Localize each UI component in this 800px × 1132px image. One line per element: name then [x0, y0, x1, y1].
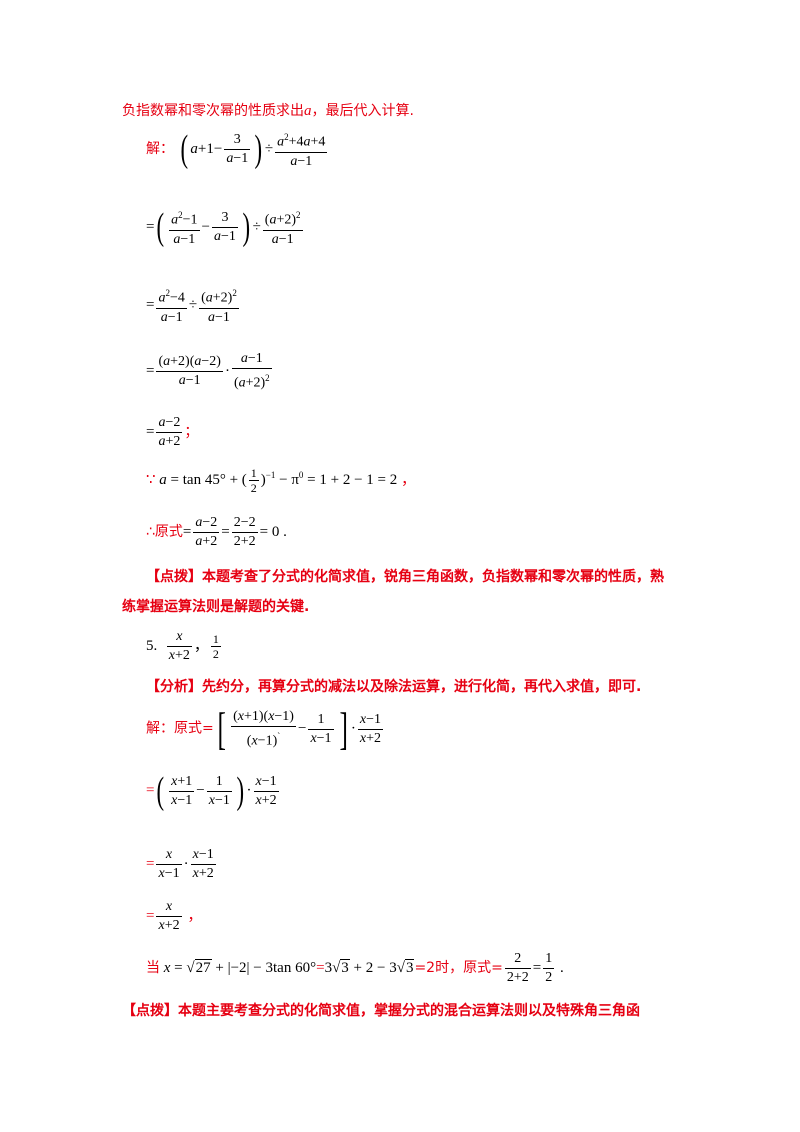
- comment1-line2: 练掌握运算法则是解题的关键.: [122, 596, 309, 616]
- intro-variable: a: [304, 103, 312, 119]
- q4-step3: =(a+2)(a−2)a−1·a−1(a+2)2: [146, 351, 272, 391]
- q5-solve-label: 解：原式=: [146, 720, 214, 737]
- comment1-tag: 【点拨】: [146, 569, 202, 585]
- q5-number: 5.: [146, 637, 158, 654]
- comment1-text-a: 本题考查了分式的化简求值，锐角三角函数，负指数幂和零次幂的性质，熟: [202, 569, 664, 585]
- comment2-text: 本题主要考查分式的化简求值，掌握分式的混合运算法则以及特殊角三角函: [178, 1003, 640, 1019]
- analysis-tag: 【分析】: [146, 679, 202, 695]
- analysis-text: 先约分，再算分式的减法以及除法运算，进行化简，再代入求值，即可.: [202, 679, 642, 695]
- q5-analysis: 【分析】先约分，再算分式的减法以及除法运算，进行化简，再代入求值，即可.: [146, 676, 641, 696]
- when-prefix: 当: [146, 959, 160, 976]
- solve-label: 解：: [146, 140, 174, 157]
- comment1-text-b: 练掌握运算法则是解题的关键.: [122, 599, 310, 615]
- comment2-tag: 【点拨】: [122, 1003, 178, 1019]
- intro-text: 负指数幂和零次幂的性质求出: [122, 103, 304, 119]
- intro-text-end: ，最后代入计算.: [311, 103, 414, 119]
- intro-line: 负指数幂和零次幂的性质求出a，最后代入计算.: [122, 100, 414, 120]
- comment2-line: 【点拨】本题主要考查分式的化简求值，掌握分式的混合运算法则以及特殊角三角函: [122, 1000, 640, 1020]
- comment1-line1: 【点拨】本题考查了分式的化简求值，锐角三角函数，负指数幂和零次幂的性质，熟: [146, 566, 664, 586]
- q5-when: 当 x = √27 + |−2| − 3tan 60°=3√3 + 2 − 3√…: [146, 951, 564, 985]
